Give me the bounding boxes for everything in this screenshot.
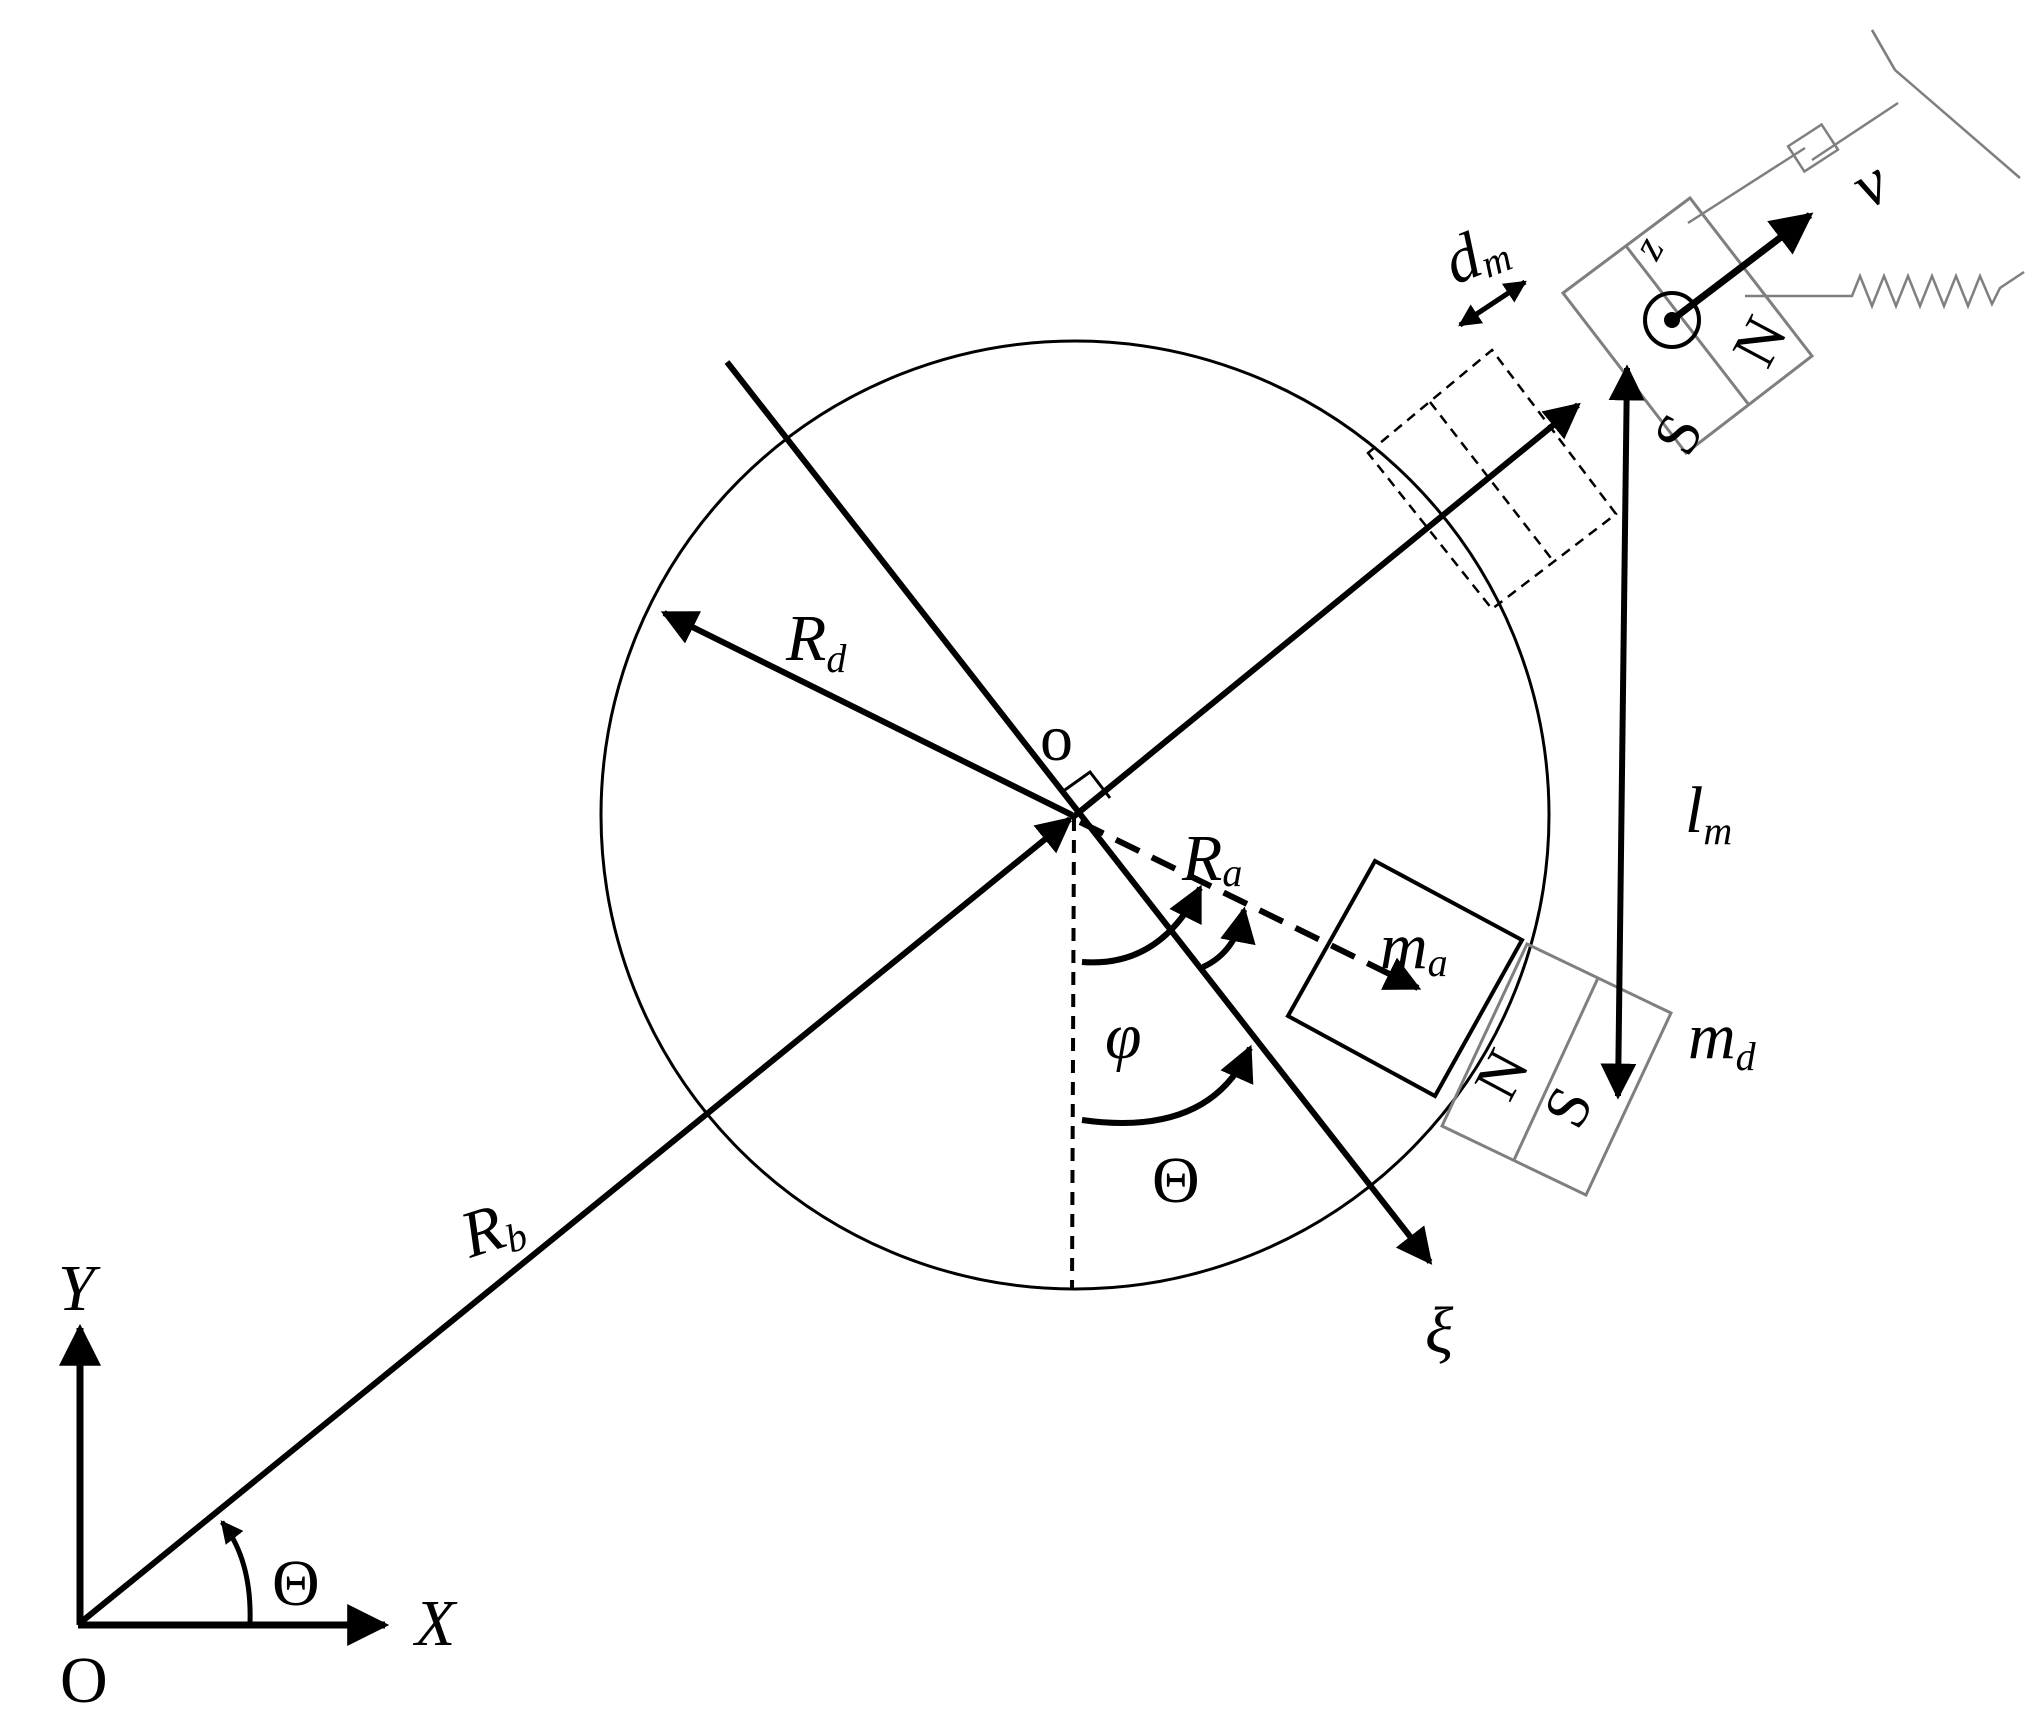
magnet-top [1560,195,1815,456]
mass-m-a-block [1285,858,1525,1099]
global-axes [59,1323,390,1646]
phi-label: φ [1105,1000,1142,1073]
damper-body [1786,122,1840,174]
x-axis-label: X [412,1587,458,1660]
center-o-label: o [1040,702,1073,775]
y-axis-label: Y [58,1252,101,1325]
theta-arc-origin [220,1520,253,1624]
vertical-reference-dashed [1070,817,1076,1291]
magnet-top-z-label: z [1622,229,1674,268]
l-m-distance-arrow [1600,364,1645,1100]
r-a-vector-dashed [1078,819,1422,991]
r-b-label: Rb [451,1184,533,1274]
magnet-ghost-dashed [1366,348,1618,611]
r-d-vector [660,610,1074,818]
svg-text:z: z [1622,229,1674,268]
origin-label: O [60,1644,108,1717]
m-d-label: md [1688,1000,1757,1079]
r-d-label: Rd [785,602,847,681]
xi-label: ξ [1425,1294,1454,1367]
svg-text:N: N [1462,1039,1543,1110]
svg-text:S: S [1641,403,1717,465]
damper-rod [1687,146,1806,225]
v-label: v [1839,145,1901,223]
magnet-bottom-n-label: N [1462,1039,1543,1110]
theta-label-disk: Θ [1152,1144,1200,1217]
spring-coil [1745,270,2025,310]
velocity-v-arrow [1669,212,1814,323]
wall-line [1894,69,2021,179]
right-angle-mark [1061,769,1112,799]
out-of-plane-symbol [1643,291,1701,349]
m-a-label: ma [1380,910,1448,985]
angle-arc-outer [1081,1044,1254,1126]
magnet-top-s-label: S [1641,403,1717,465]
rotor-disk [599,339,1551,1291]
xi-axis-arrow [724,360,1433,1265]
svg-text:v: v [1839,145,1901,223]
d-m-label: dm [1433,208,1518,299]
svg-text:Rb: Rb [451,1184,533,1274]
svg-text:dm: dm [1433,208,1518,299]
l-m-label: lm [1685,774,1732,853]
magnet-bottom-s-label: S [1531,1076,1607,1138]
angle-arc-middle [1201,906,1256,970]
spring-damper [1687,29,2025,310]
svg-text:N: N [1720,306,1801,377]
radial-to-magnet-arrow [1070,402,1581,821]
angle-arc-inner [1081,884,1203,966]
d-m-distance-arrow [1458,279,1527,328]
magnet-top-n-label: N [1720,306,1801,377]
r-b-vector [78,816,1073,1626]
r-a-label: Ra [1181,822,1242,895]
theta-label-origin: Θ [272,1547,320,1620]
svg-text:S: S [1531,1076,1607,1138]
